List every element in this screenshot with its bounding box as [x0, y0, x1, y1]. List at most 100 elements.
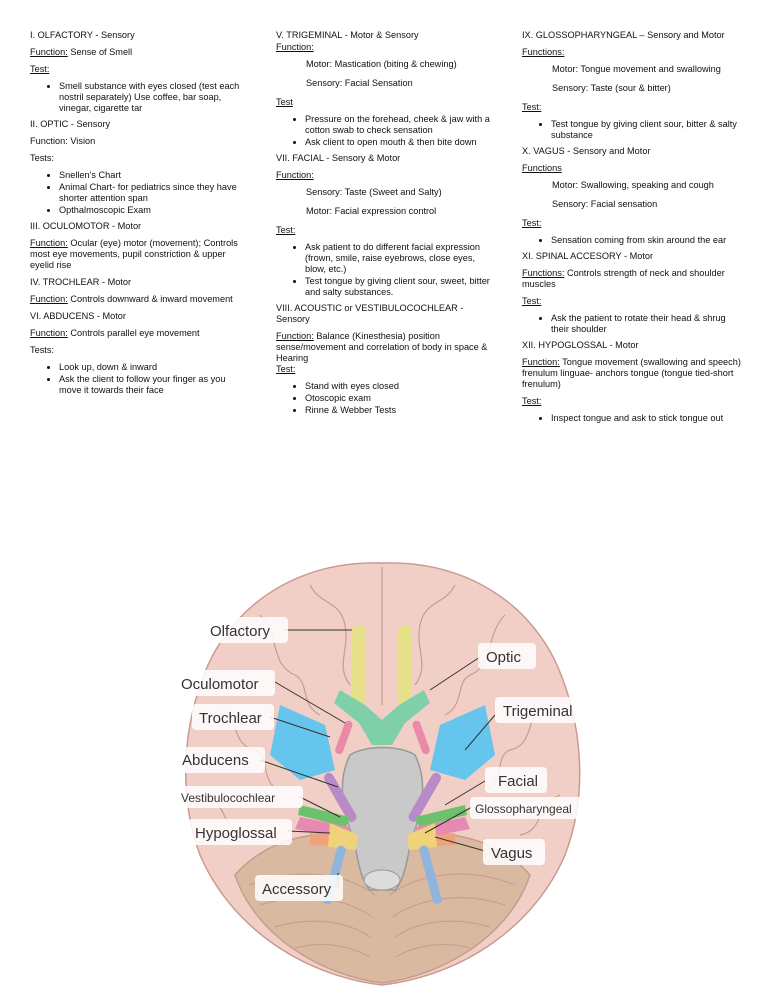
function-text: Balance (Kinesthesia) position sense/mov… — [276, 331, 488, 363]
trigeminal-tests: Pressure on the forehead, cheek & jaw wi… — [276, 114, 492, 148]
list-item: Ask client to open mouth & then bite dow… — [305, 137, 492, 148]
column-1: I. OLFACTORY - Sensory Function: Sense o… — [30, 30, 245, 401]
oculomotor-nerve-right — [412, 720, 430, 755]
function-text: Controls downward & inward movement — [67, 294, 233, 304]
spinal-title: XI. SPINAL ACCESORY - Motor — [522, 251, 654, 261]
trigeminal-nerve-right — [430, 705, 495, 780]
label-vestibulocochlear-text: Vestibulocochlear — [181, 791, 275, 805]
label-olfactory-text: Olfactory — [210, 623, 271, 640]
spinal-test-label: Test: — [522, 296, 542, 306]
list-item: Inspect tongue and ask to stick tongue o… — [551, 413, 742, 424]
label-trigeminal-text: Trigeminal — [503, 703, 572, 720]
acoustic-function: Function: Balance (Kinesthesia) position… — [276, 331, 492, 364]
vagus-nerve-right — [407, 823, 437, 850]
spinal-function: Functions: Controls strength of neck and… — [522, 268, 742, 290]
label-abducens: Abducens — [175, 747, 265, 773]
abducens-nerve-right — [408, 772, 441, 822]
label-box — [192, 704, 274, 730]
list-item: Stand with eyes closed — [305, 381, 492, 392]
list-item: Ask patient to do different facial expre… — [305, 242, 492, 275]
facial-motor: Motor: Facial expression control — [306, 206, 437, 216]
brain-illustration: Olfactory Optic Oculomotor Trochlear Tri… — [175, 562, 592, 986]
label-hypoglossal-text: Hypoglossal — [195, 825, 277, 842]
label-box — [495, 697, 587, 723]
olfactory-nerve-left — [352, 625, 366, 705]
column-2: V. TRIGEMINAL - Motor & Sensory Function… — [276, 30, 492, 421]
vagus-nerve-left — [328, 823, 358, 850]
glossopharyngeal-tests: Test tongue by giving client sour, bitte… — [522, 119, 742, 141]
label-box — [470, 797, 592, 819]
vagus-title: X. VAGUS - Sensory and Motor — [522, 146, 651, 156]
label-vestibulocochlear: Vestibulocochlear — [175, 786, 303, 808]
optic-tests-label: Tests: — [30, 153, 54, 163]
list-item: Test tongue by giving client sour, bitte… — [551, 119, 742, 141]
hypoglossal-function: Function: Tongue movement (swallowing an… — [522, 357, 742, 390]
label-optic: Optic — [478, 643, 536, 669]
optic-chiasm — [334, 690, 430, 745]
hypoglossal-title: XII. HYPOGLOSSAL - Motor — [522, 340, 639, 350]
olfactory-test-label: Test: — [30, 64, 50, 74]
label-vagus: Vagus — [483, 839, 545, 865]
label-optic-text: Optic — [486, 649, 522, 666]
hypoglossal-test-label: Test: — [522, 396, 542, 406]
trigeminal-test-label: Test — [276, 97, 293, 107]
vagus-sensory: Sensory: Facial sensation — [552, 199, 658, 209]
facial-nerve-left — [298, 805, 350, 827]
medulla — [363, 869, 401, 891]
list-item: Animal Chart- for pediatrics since they … — [59, 182, 245, 204]
facial-title: VII. FACIAL - Sensory & Motor — [276, 153, 401, 163]
olfactory-tests: Smell substance with eyes closed (test e… — [30, 81, 245, 114]
olfactory-function: Function: Sense of Smell — [30, 47, 245, 58]
label-glossopharyngeal: Glossopharyngeal — [470, 797, 592, 819]
list-item: Opthalmoscopic Exam — [59, 205, 245, 216]
optic-title: II. OPTIC - Sensory — [30, 119, 111, 129]
olfactory-nerve-right — [398, 625, 412, 705]
acoustic-test-label: Test: — [276, 364, 296, 374]
label-facial: Facial — [485, 767, 547, 793]
label-accessory: Accessory — [255, 875, 343, 901]
hypoglossal-tests: Inspect tongue and ask to stick tongue o… — [522, 413, 742, 424]
oculomotor-title: III. OCULOMOTOR - Motor — [30, 221, 142, 231]
vagus-test-label: Test: — [522, 218, 542, 228]
spinal-tests: Ask the patient to rotate their head & s… — [522, 313, 742, 335]
function-text: Tongue movement (swallowing and speech) … — [522, 357, 741, 389]
list-item: Smell substance with eyes closed (test e… — [59, 81, 245, 114]
oculomotor-function: Function: Ocular (eye) motor (movement);… — [30, 238, 245, 271]
label-accessory-text: Accessory — [262, 881, 332, 898]
label-box — [175, 670, 275, 696]
olfactory-title: I. OLFACTORY - Sensory — [30, 30, 135, 40]
label-olfactory: Olfactory — [200, 617, 288, 643]
list-item: Ask the client to follow your finger as … — [59, 374, 245, 396]
list-item: Rinne & Webber Tests — [305, 405, 492, 416]
function-label: Function: — [30, 294, 68, 304]
label-box — [483, 839, 545, 865]
label-box — [188, 819, 292, 845]
function-label: Function: — [276, 331, 314, 341]
function-text: Sense of Smell — [67, 47, 133, 57]
optic-tests: Snellen's Chart Animal Chart- for pediat… — [30, 170, 245, 216]
vagus-tests: Sensation coming from skin around the ea… — [522, 235, 742, 246]
label-box — [485, 767, 547, 793]
glossopharyngeal-motor: Motor: Tongue movement and swallowing — [552, 64, 721, 74]
list-item: Look up, down & inward — [59, 362, 245, 373]
function-label: Function: — [30, 328, 68, 338]
glossopharyngeal-sensory: Sensory: Taste (sour & bitter) — [552, 83, 671, 93]
acoustic-title: VIII. ACOUSTIC or VESTIBULOCOCHLEAR - Se… — [276, 303, 464, 324]
glossopharyngeal-function-label: Functions: — [522, 47, 565, 57]
column-3: IX. GLOSSOPHARYNGEAL – Sensory and Motor… — [522, 30, 742, 429]
label-facial-text: Facial — [498, 773, 538, 790]
list-item: Snellen's Chart — [59, 170, 245, 181]
label-vagus-text: Vagus — [491, 845, 532, 862]
label-box — [255, 875, 343, 901]
label-hypoglossal: Hypoglossal — [188, 819, 292, 845]
abducens-title: VI. ABDUCENS - Motor — [30, 311, 126, 321]
label-oculomotor: Oculomotor — [175, 670, 275, 696]
facial-test-label: Test: — [276, 225, 296, 235]
list-item: Otoscopic exam — [305, 393, 492, 404]
list-item: Ask the patient to rotate their head & s… — [551, 313, 742, 335]
list-item: Pressure on the forehead, cheek & jaw wi… — [305, 114, 492, 136]
function-text: Controls strength of neck and shoulder m… — [522, 268, 725, 289]
label-trigeminal: Trigeminal — [495, 697, 587, 723]
facial-tests: Ask patient to do different facial expre… — [276, 242, 492, 298]
label-trochlear-text: Trochlear — [199, 710, 262, 727]
